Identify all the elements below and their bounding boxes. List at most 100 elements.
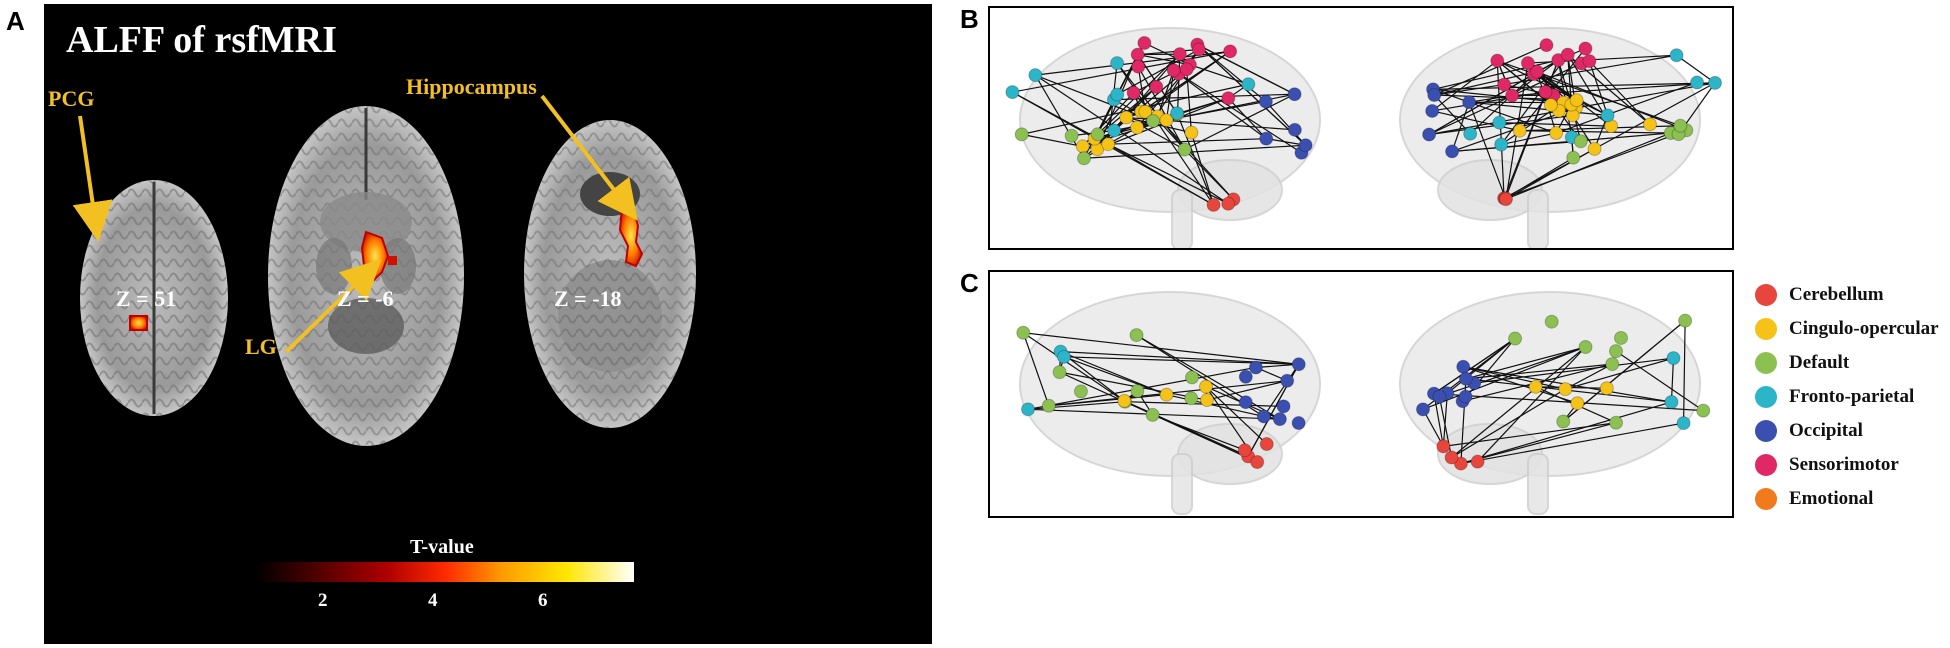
network-node: [1223, 44, 1238, 59]
connection-edge: [1503, 59, 1559, 199]
connection-edge: [1533, 73, 1608, 116]
network-figure-c: [1016, 291, 1711, 515]
connection-edge: [1196, 44, 1267, 103]
network-node: [1130, 47, 1145, 62]
network-node: [1573, 134, 1588, 149]
network-node: [1110, 56, 1125, 71]
legend-dot: [1755, 386, 1777, 408]
network-node: [1544, 314, 1559, 329]
network-node: [1587, 141, 1602, 156]
connection-edge: [1178, 73, 1302, 154]
network-node: [1529, 64, 1544, 79]
network-node: [1690, 75, 1705, 90]
network-node: [1138, 104, 1153, 119]
brain-outline: [1019, 291, 1321, 515]
network-node: [1458, 389, 1473, 404]
network-node: [1276, 399, 1291, 414]
network-node: [1075, 139, 1090, 154]
network-node: [1052, 365, 1067, 380]
network-node: [1237, 443, 1252, 458]
connection-edge: [1034, 74, 1085, 159]
network-node: [1199, 393, 1214, 408]
network-node: [1560, 47, 1575, 62]
network-node: [1539, 38, 1554, 53]
network-node: [1453, 456, 1468, 471]
network-node: [1462, 95, 1477, 110]
connection-edge: [1255, 363, 1299, 369]
connection-edge: [1682, 320, 1686, 424]
network-node: [1129, 328, 1144, 343]
network-node: [1184, 370, 1199, 385]
network-node: [1463, 126, 1478, 141]
connection-edge: [1136, 334, 1281, 420]
connection-edge: [1468, 101, 1507, 199]
network-panel-b: [988, 6, 1734, 250]
network-node: [1146, 113, 1161, 128]
connection-edge: [1190, 132, 1215, 206]
network-node: [1016, 325, 1031, 340]
network-node: [1198, 379, 1213, 394]
connection-edge: [1173, 69, 1267, 140]
network-node: [1073, 384, 1088, 399]
slice-label-z51: Z = 51: [116, 286, 177, 311]
network-node: [1166, 63, 1181, 78]
panel-letter-b: B: [960, 4, 979, 34]
network-node: [1021, 402, 1036, 417]
network-node: [1159, 113, 1174, 128]
connection-edge: [1576, 99, 1612, 127]
legend-label: Sensorimotor: [1789, 454, 1899, 475]
network-node: [1673, 118, 1688, 133]
connection-edge: [1205, 386, 1268, 445]
colorbar-tick: 4: [428, 590, 438, 611]
network-node: [1248, 360, 1263, 375]
network-node: [1145, 407, 1160, 422]
network-node: [1570, 396, 1585, 411]
network-node: [1696, 403, 1711, 418]
slice-label-z-6: Z = -6: [337, 286, 394, 311]
connection-edge: [1615, 350, 1704, 412]
legend-label: Default: [1789, 352, 1850, 373]
connection-edge: [1124, 400, 1249, 457]
network-node: [1528, 379, 1543, 394]
network-node: [1130, 384, 1145, 399]
legend-label: Cerebellum: [1789, 284, 1884, 305]
connection-edge: [1083, 144, 1306, 159]
connection-edge: [1451, 346, 1586, 458]
network-node: [1028, 68, 1043, 83]
network-node: [1077, 151, 1092, 166]
network-node: [1191, 42, 1206, 57]
connection-edge: [1060, 351, 1125, 402]
connection-edge: [1519, 130, 1671, 134]
connection-edge: [1433, 338, 1516, 395]
legend-dot: [1755, 284, 1777, 306]
legend-item-fronto-parietal: Fronto-parietal: [1755, 380, 1945, 414]
network-node: [1642, 117, 1657, 132]
network-node: [1298, 138, 1313, 153]
connection-edge: [1021, 83, 1249, 135]
network-node: [1494, 137, 1509, 152]
legend-label: Fronto-parietal: [1789, 386, 1915, 407]
network-node: [1272, 412, 1287, 427]
connection-edge: [1108, 138, 1267, 145]
connection-edge: [1446, 338, 1516, 394]
network-node: [1177, 142, 1192, 157]
connection-edge: [1432, 59, 1559, 90]
connection-edge: [1469, 71, 1538, 135]
network-node: [1005, 85, 1020, 100]
network-node: [1444, 450, 1459, 465]
lg-arrow: [284, 258, 382, 354]
network-node: [1520, 56, 1535, 71]
network-node: [1238, 369, 1253, 384]
network-node: [1456, 359, 1471, 374]
connection-edge: [1452, 132, 1671, 153]
brain-slices-figure: [72, 94, 696, 446]
network-node: [1041, 398, 1056, 413]
connection-edge: [1022, 332, 1126, 403]
hippocampus-arrow: [540, 94, 638, 221]
connection-edge: [1477, 346, 1586, 463]
connection-edge: [1035, 74, 1229, 205]
network-node: [1508, 331, 1523, 346]
connection-edge: [1670, 358, 1675, 403]
network-node: [1101, 137, 1116, 152]
connection-edge: [1505, 157, 1574, 199]
